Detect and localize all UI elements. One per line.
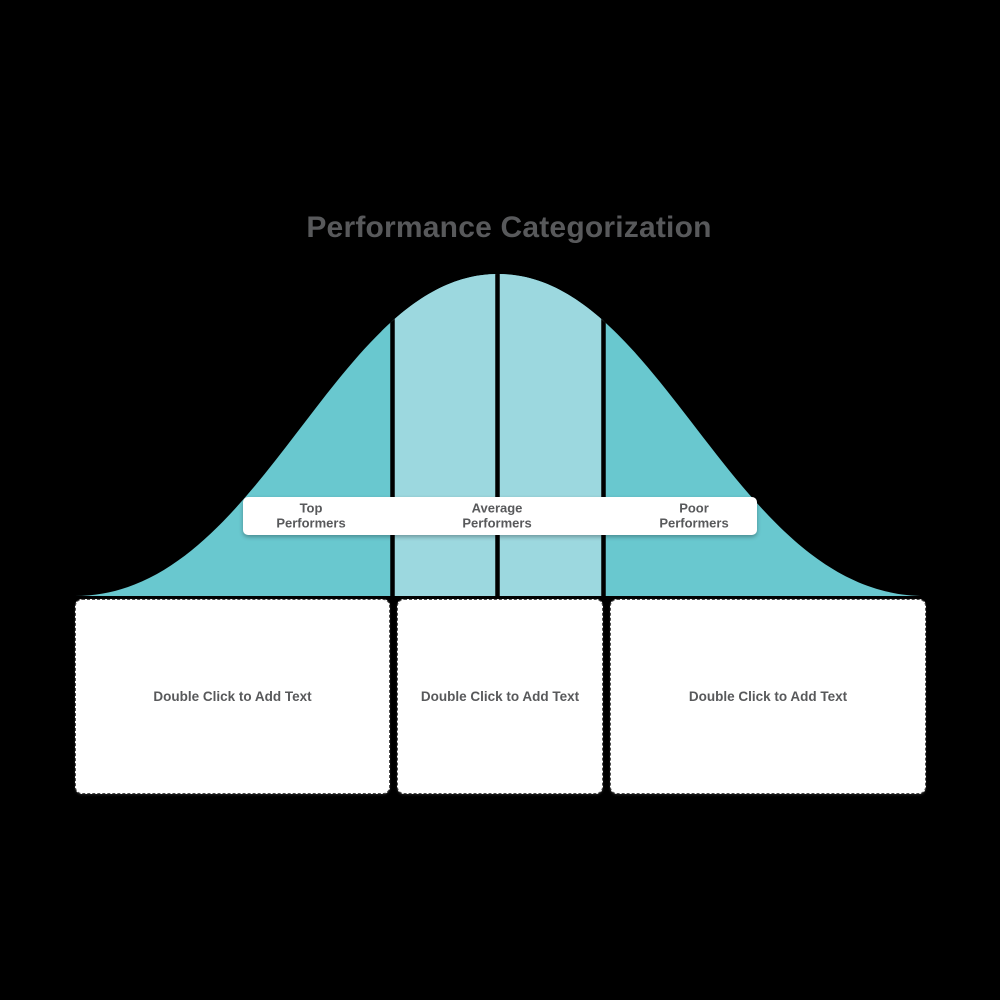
text-box-right-placeholder: Double Click to Add Text xyxy=(688,689,848,704)
segment-label-top-performers[interactable]: Top Performers xyxy=(276,500,346,530)
segment-label-poor-performers[interactable]: Poor Performers xyxy=(659,500,729,530)
segment-label-average-performers[interactable]: Average Performers xyxy=(462,500,532,530)
text-box-left-placeholder: Double Click to Add Text xyxy=(153,689,312,704)
text-box-middle-placeholder: Double Click to Add Text xyxy=(420,689,580,704)
diagram-title[interactable]: Performance Categorization xyxy=(306,211,712,244)
text-box-left[interactable]: Double Click to Add Text xyxy=(75,599,390,794)
text-box-right[interactable]: Double Click to Add Text xyxy=(610,599,926,794)
text-box-middle[interactable]: Double Click to Add Text xyxy=(397,599,603,794)
category-label-bar: Top Performers Average Performers Poor P… xyxy=(243,497,757,535)
